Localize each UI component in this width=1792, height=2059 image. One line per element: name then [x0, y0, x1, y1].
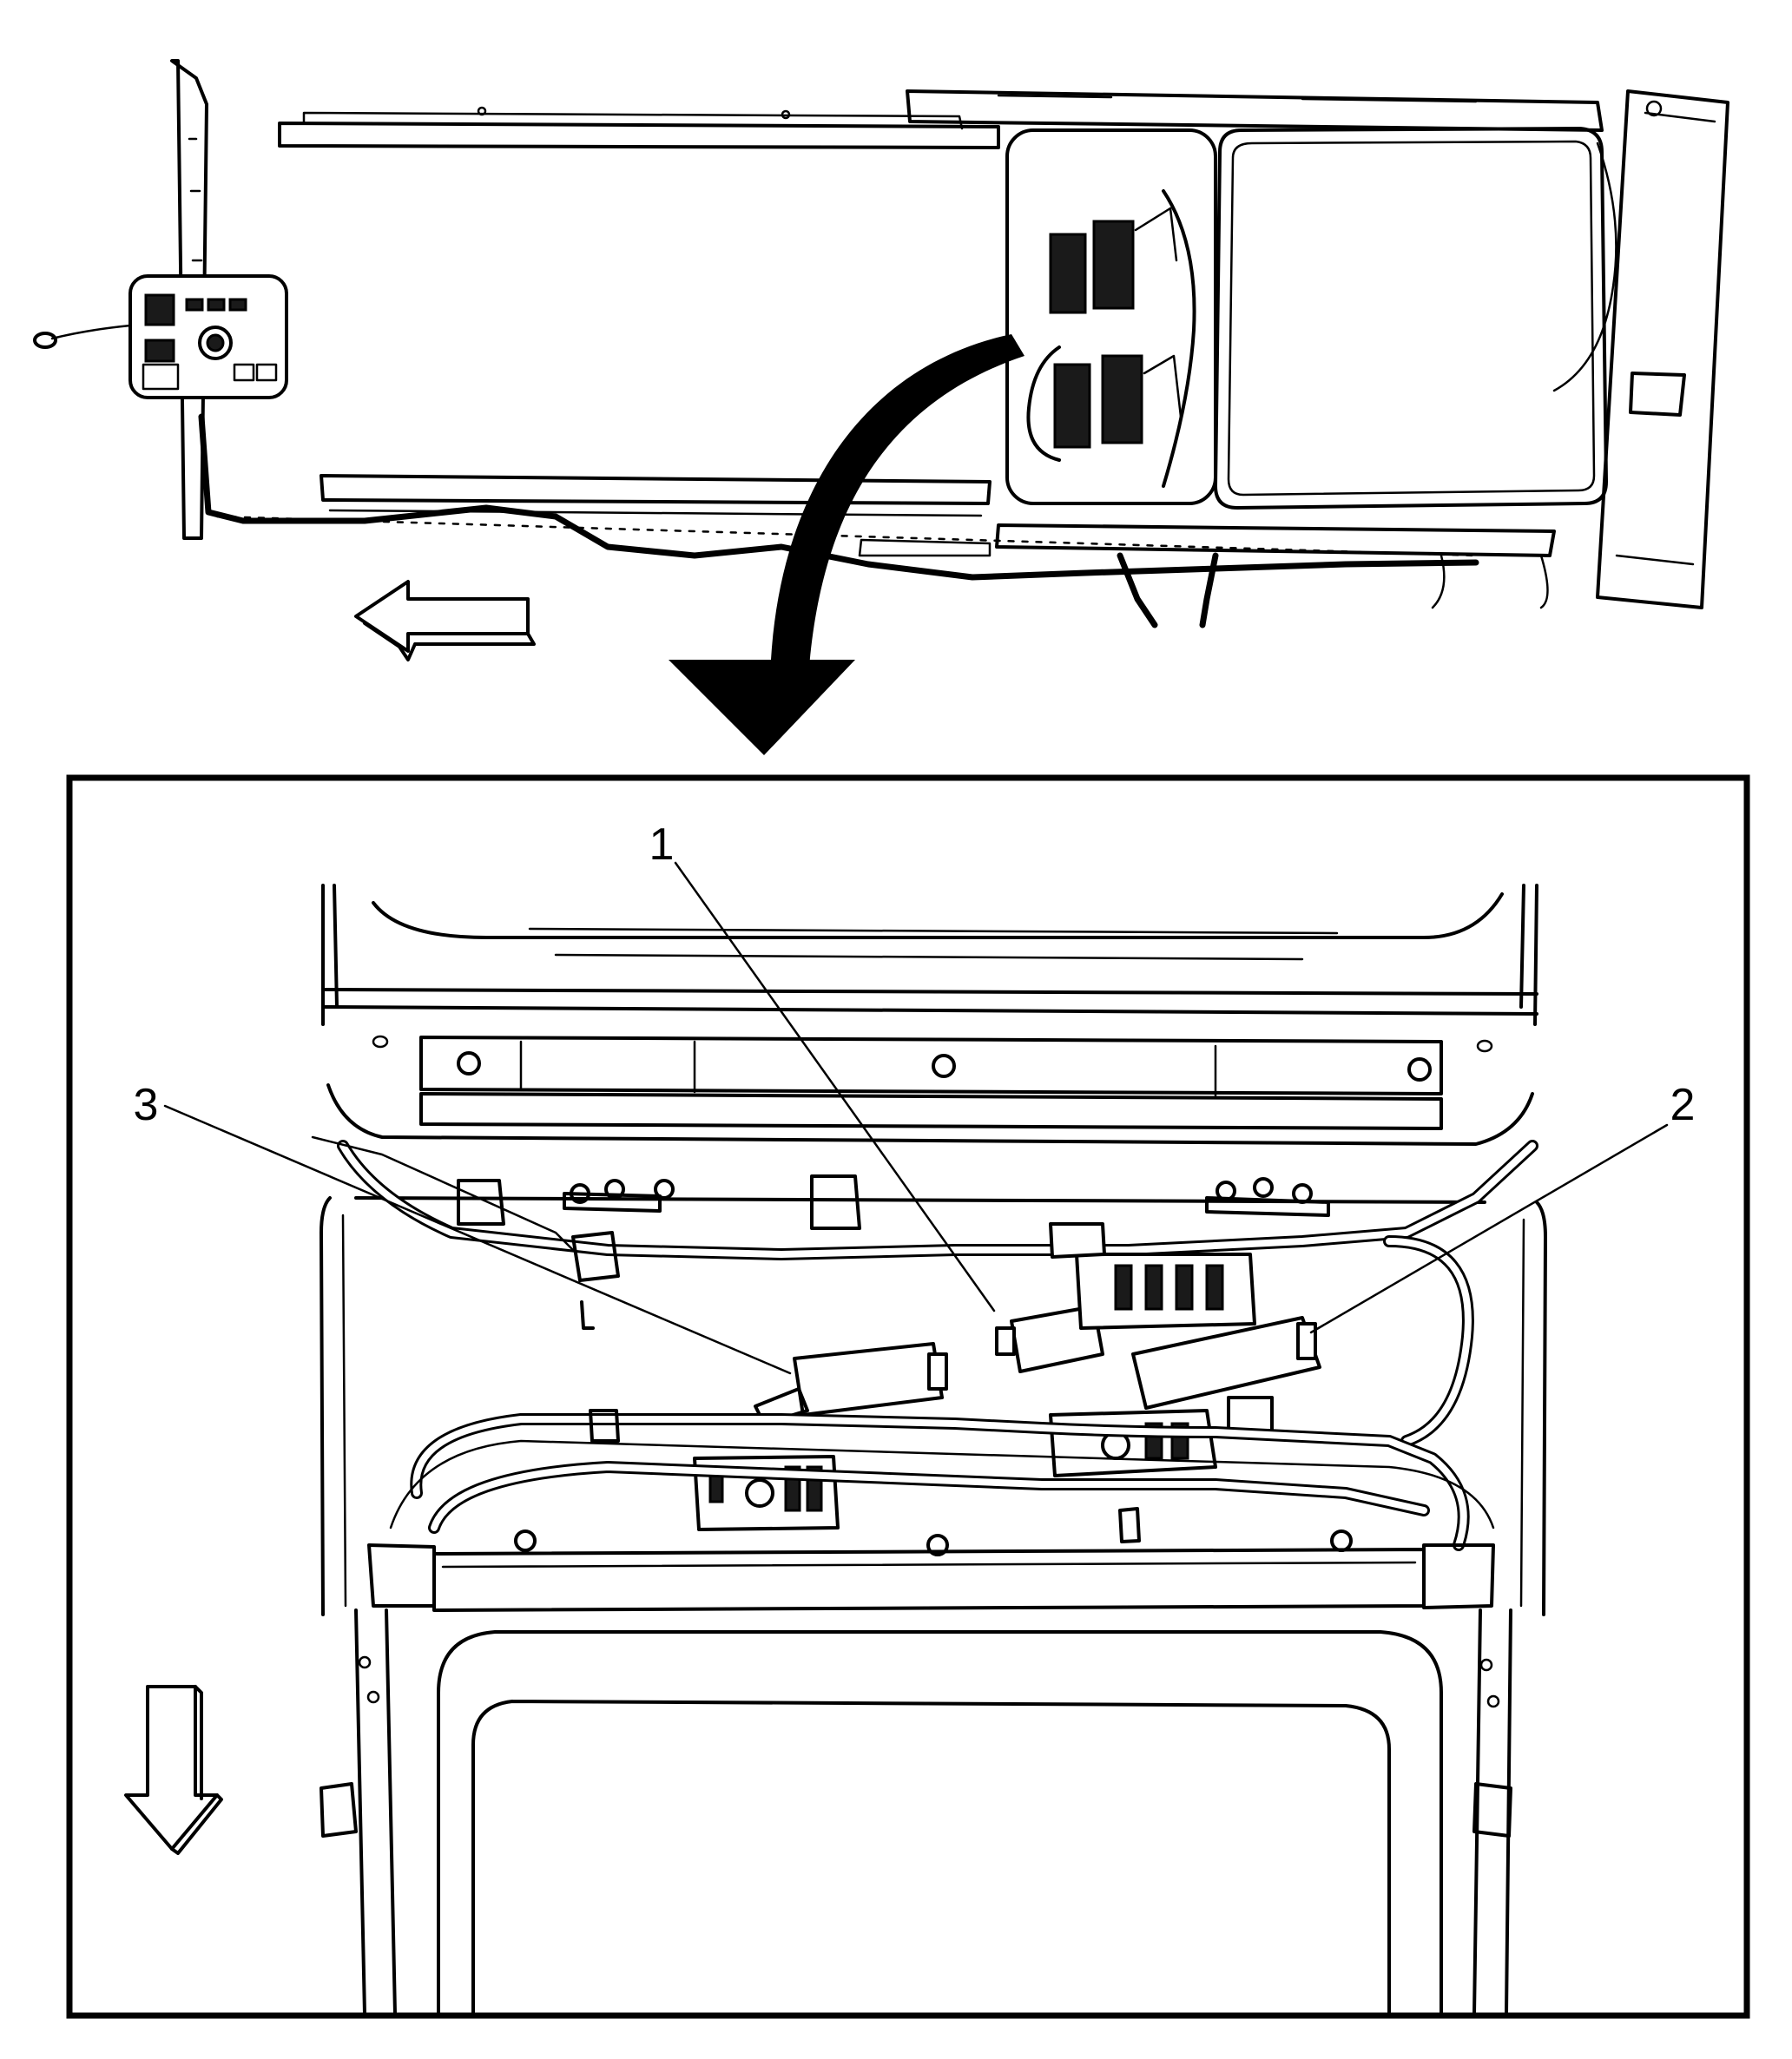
callout-3-label: 3	[134, 1080, 159, 1130]
callout-3-leader	[163, 1104, 792, 1375]
detail-view-frame	[66, 774, 1750, 2019]
detail-forward-arrow	[124, 1685, 219, 1851]
overview-rear-header	[1552, 89, 1729, 609]
callout-2-leader	[1309, 1123, 1669, 1334]
overview-module-area	[1005, 127, 1608, 510]
overview-lower-side-rail	[198, 413, 1556, 628]
overview-upper-side-rail	[278, 89, 1604, 149]
detail-view	[66, 774, 1750, 2019]
forward-direction-arrow	[354, 580, 530, 653]
overhead-console	[33, 59, 288, 540]
detail-view-arrow	[669, 334, 1024, 755]
callout-2-label: 2	[1670, 1080, 1696, 1130]
module-3	[693, 1342, 948, 1531]
overview-roof-assembly	[33, 59, 1729, 661]
module-1	[995, 1222, 1256, 1373]
callout-1-leader	[674, 861, 996, 1312]
callout-1-label: 1	[649, 819, 675, 870]
detail-bolt	[457, 1051, 481, 1076]
